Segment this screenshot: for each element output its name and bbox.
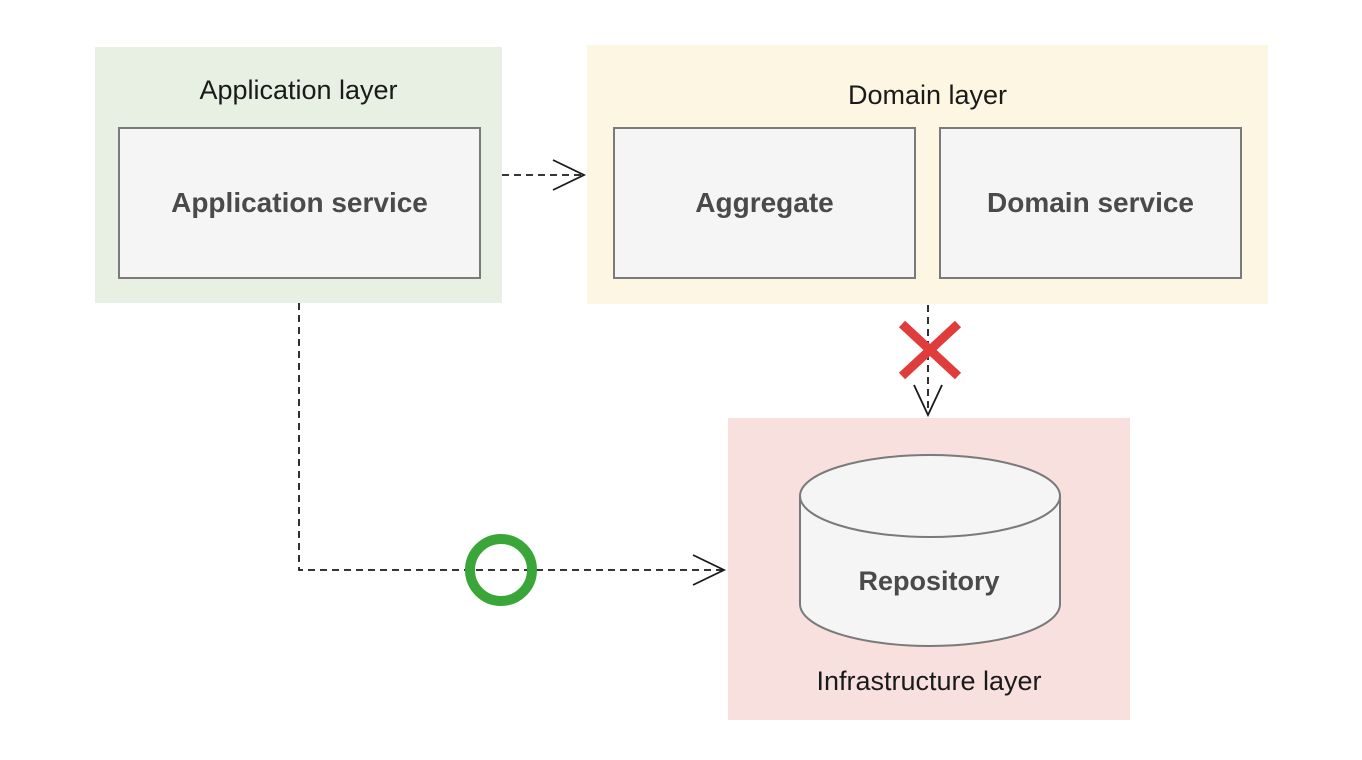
domain-layer: Domain layer Aggregate Domain service [587, 45, 1268, 304]
application-service-box[interactable]: Application service [118, 127, 481, 279]
app-to-infrastructure-arrow [298, 303, 727, 586]
infrastructure-layer: Repository Infrastructure layer [728, 418, 1130, 720]
aggregate-box[interactable]: Aggregate [613, 127, 916, 279]
repository-cylinder-shape [799, 454, 1061, 647]
domain-service-box[interactable]: Domain service [939, 127, 1242, 279]
cross-mark-icon [898, 320, 962, 380]
domain-to-infrastructure-arrow [913, 305, 943, 418]
application-layer: Application layer Application service [95, 47, 502, 303]
app-to-domain-arrow [502, 159, 587, 191]
repository-cylinder[interactable]: Repository [799, 454, 1061, 648]
infrastructure-layer-label: Infrastructure layer [816, 666, 1042, 696]
circle-mark-icon [465, 534, 537, 606]
repository-label: Repository [858, 566, 1000, 596]
domain-layer-label: Domain layer [847, 80, 1008, 110]
application-layer-label: Application layer [199, 75, 398, 105]
